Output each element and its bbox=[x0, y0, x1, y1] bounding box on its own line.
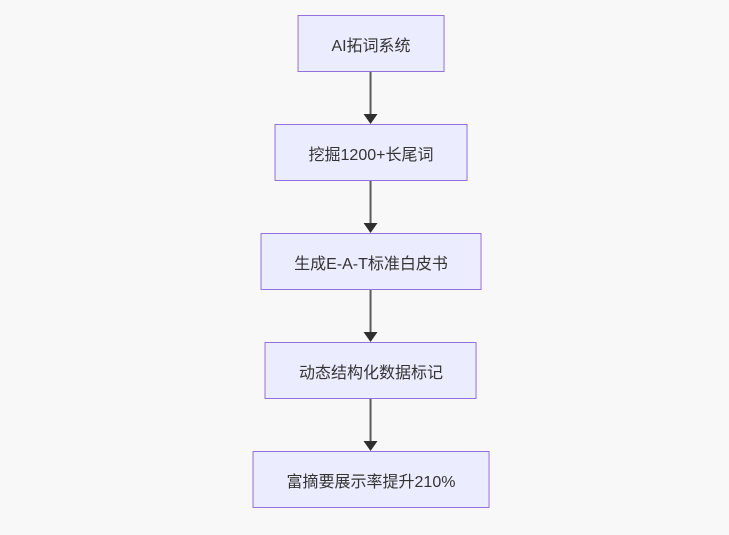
flow-edge bbox=[364, 181, 378, 233]
arrow-line bbox=[370, 181, 372, 223]
arrow-line bbox=[370, 72, 372, 114]
flow-node-label: 动态结构化数据标记 bbox=[298, 364, 443, 382]
flow-node-label: 生成E-A-T标准白皮书 bbox=[294, 255, 448, 273]
flow-node-label: 富摘要展示率提升210% bbox=[286, 473, 456, 491]
flow-node-eat-whitepaper: 生成E-A-T标准白皮书 bbox=[260, 233, 482, 290]
arrow-line bbox=[370, 399, 372, 441]
flow-edge bbox=[364, 399, 378, 451]
flow-edge bbox=[364, 290, 378, 342]
flow-edge bbox=[364, 72, 378, 124]
flow-node-longtail-words: 挖掘1200+长尾词 bbox=[274, 124, 468, 181]
flow-node-label: 挖掘1200+长尾词 bbox=[308, 146, 434, 164]
flow-node-label: AI拓词系统 bbox=[331, 37, 411, 55]
arrow-down-icon bbox=[364, 332, 378, 342]
arrow-down-icon bbox=[364, 223, 378, 233]
flow-node-ai-system: AI拓词系统 bbox=[297, 15, 445, 72]
arrow-down-icon bbox=[364, 114, 378, 124]
flow-node-rich-snippet: 富摘要展示率提升210% bbox=[252, 451, 490, 508]
flowchart: AI拓词系统 挖掘1200+长尾词 生成E-A-T标准白皮书 动态结构化数据标记… bbox=[252, 15, 490, 508]
arrow-down-icon bbox=[364, 441, 378, 451]
arrow-line bbox=[370, 290, 372, 332]
flow-node-structured-data: 动态结构化数据标记 bbox=[264, 342, 477, 399]
